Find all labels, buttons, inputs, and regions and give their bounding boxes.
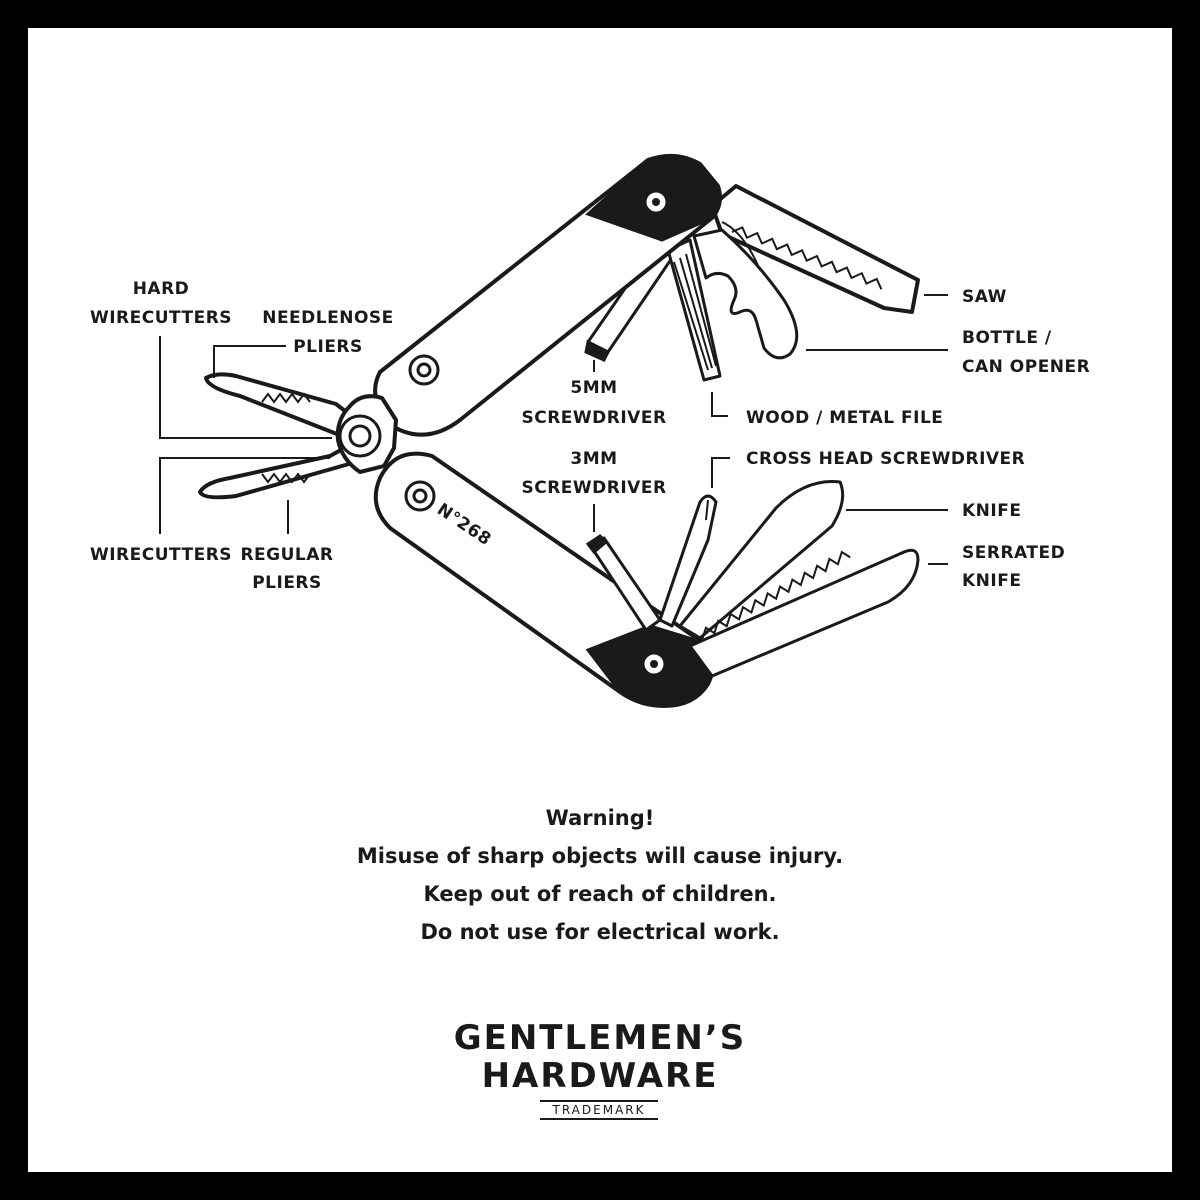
label-5mm-screwdriver-line1: 5MM [570,378,617,398]
label-3mm-screwdriver-line2: SCREWDRIVER [521,478,666,498]
label-needlenose-line1: NEEDLENOSE [262,308,394,328]
brand-tagline: TRADEMARK [540,1100,658,1120]
label-saw: SAW [962,287,1007,307]
multitool-illustration: N°268 [198,153,920,708]
label-needlenose-line2: PLIERS [293,337,363,357]
label-bottle-opener-line1: BOTTLE / [962,328,1052,348]
label-wirecutters: WIRECUTTERS [90,545,232,565]
knife-drawing [678,480,845,640]
label-knife: KNIFE [962,501,1021,521]
cross-head-screwdriver-drawing [658,494,718,628]
leader-lines [159,294,948,565]
bottle-opener-drawing [692,228,799,360]
label-regular-pliers-line2: PLIERS [252,573,322,593]
label-3mm-screwdriver-line1: 3MM [570,449,617,469]
component-labels: HARD WIRECUTTERS NEEDLENOSE PLIERS WIREC… [90,279,1090,593]
label-bottle-opener-line2: CAN OPENER [962,357,1090,377]
label-serrated-knife-line2: KNIFE [962,571,1021,591]
warning-line-1: Misuse of sharp objects will cause injur… [356,844,844,868]
label-wood-metal-file: WOOD / METAL FILE [746,408,943,428]
brand-line-2: HARDWARE [481,1056,719,1096]
warning-title: Warning! [545,806,655,830]
pliers-jaws-drawing [198,372,398,500]
warning-line-3: Do not use for electrical work. [420,920,780,944]
serrated-knife-drawing [688,548,920,678]
label-5mm-screwdriver-line2: SCREWDRIVER [521,408,666,428]
label-cross-head-screwdriver: CROSS HEAD SCREWDRIVER [746,449,1025,469]
upper-handle-drawing [373,153,722,437]
lower-handle-drawing [373,451,715,708]
warning-line-2: Keep out of reach of children. [423,882,777,906]
label-serrated-knife-line1: SERRATED [962,543,1065,563]
label-regular-pliers-line1: REGULAR [240,545,333,565]
brand-line-1: GENTLEMEN’S [453,1018,747,1058]
label-hard-wirecutters-line1: HARD [133,279,190,299]
label-hard-wirecutters-line2: WIRECUTTERS [90,308,232,328]
